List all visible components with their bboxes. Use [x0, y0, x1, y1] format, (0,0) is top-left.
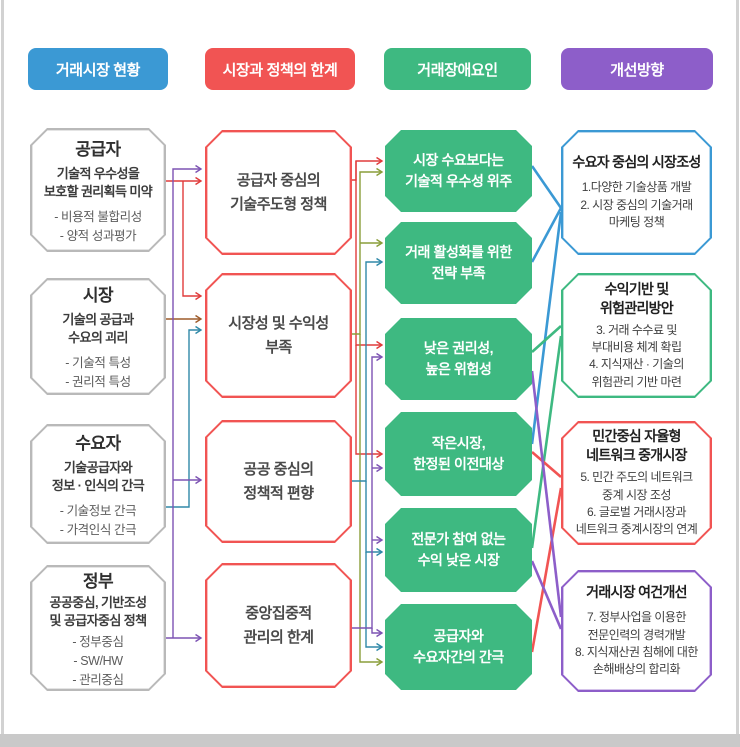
status-box-government: 정부 공공중심, 기반조성 및 공급자중심 정책 - 정부중심 - SW/HW … — [30, 565, 166, 691]
lines-obstacle-to-improvement — [530, 165, 563, 653]
header-market-status: 거래시장 현황 — [28, 48, 168, 90]
box-item: 1.다양한 기술상품 개발 — [581, 180, 692, 195]
box-label: 시장성 및 수익성 부족 — [228, 315, 329, 356]
box-item: - 정부중심 — [72, 635, 124, 650]
box-subtitle: 기술의 공급과 수요의 괴리 — [62, 312, 134, 346]
header-label: 거래시장 현황 — [55, 61, 141, 79]
improve-box-market-conditions: 거래시장 여건개선 7. 정부사업을 이용한 전문인력의 경력개발 8. 지식재… — [561, 570, 712, 692]
box-title: 수요자 중심의 시장조성 — [572, 154, 701, 171]
box-label: 시장 수요보다는 기술적 우수성 위주 — [405, 152, 512, 189]
box-item: 5. 민간 주도의 네트워크 중계 시장 조성 — [580, 470, 693, 502]
header-label: 거래장애요인 — [417, 61, 498, 79]
lines-limit-to-obstacle — [352, 156, 384, 667]
box-item: 2. 시장 중심의 기술거래 마케팅 정책 — [580, 197, 693, 230]
box-item: - 기술정보 간극 — [59, 503, 137, 518]
box-label: 공공 중심의 정책적 편향 — [243, 461, 314, 502]
box-label: 공급자 중심의 기술주도형 정책 — [230, 172, 327, 213]
box-label: 중앙집중적 관리의 한계 — [243, 605, 314, 646]
left-frame-line — [1, 0, 4, 747]
obstacle-box-supplier-consumer-gap: 공급자와 수요자간의 간극 — [385, 604, 532, 690]
status-box-supplier: 공급자 기술적 우수성을 보호할 권리획득 미약 - 비용적 불합리성 - 양적… — [30, 128, 166, 252]
box-item: - SW/HW — [73, 653, 123, 668]
box-title: 시장 — [82, 286, 114, 306]
box-title: 정부 — [82, 571, 114, 591]
box-item: - 권리적 특성 — [65, 375, 131, 390]
improve-box-profit-risk-management: 수익기반 및 위험관리방안 3. 거래 수수료 및 부대비용 체계 확립 4. … — [561, 273, 712, 398]
improve-box-demand-centered-market: 수요자 중심의 시장조성 1.다양한 기술상품 개발 2. 시장 중심의 기술거… — [561, 130, 712, 255]
obstacle-box-tech-superiority: 시장 수요보다는 기술적 우수성 위주 — [385, 130, 532, 212]
box-label: 전문가 참여 없는 수익 낮은 시장 — [411, 531, 506, 568]
box-title: 수요자 — [75, 433, 121, 453]
limit-box-centralized: 중앙집중적 관리의 한계 — [205, 563, 352, 688]
box-title: 공급자 — [75, 139, 121, 159]
header-label: 시장과 정책의 한계 — [222, 61, 338, 79]
box-item: - 기술적 특성 — [65, 356, 131, 371]
box-item: 7. 정부사업을 이용한 전문인력의 경력개발 — [587, 610, 686, 642]
box-item: - 비용적 불합리성 — [54, 209, 142, 224]
header-improvement-direction: 개선방향 — [561, 48, 713, 90]
obstacle-box-small-market: 작은시장, 한정된 이전대상 — [385, 412, 532, 496]
limit-box-marketability: 시장성 및 수익성 부족 — [205, 273, 352, 398]
obstacle-box-strategy-lack: 거래 활성화를 위한 전략 부족 — [385, 222, 532, 304]
obstacle-box-low-rights-high-risk: 낮은 권리성, 높은 위험성 — [385, 318, 532, 400]
box-title: 수익기반 및 위험관리방안 — [599, 280, 674, 316]
limit-box-supplier-led-policy: 공급자 중심의 기술주도형 정책 — [205, 130, 352, 255]
box-item: 3. 거래 수수료 및 부대비용 체계 확립 — [591, 322, 682, 354]
box-item: - 관리중심 — [72, 672, 124, 687]
box-label: 공급자와 수요자간의 간극 — [413, 628, 504, 665]
limit-box-public-centered: 공공 중심의 정책적 편향 — [205, 420, 352, 543]
lines-status-to-limit — [166, 164, 203, 643]
status-box-market: 시장 기술의 공급과 수요의 괴리 - 기술적 특성 - 권리적 특성 — [30, 278, 166, 395]
header-trade-obstacles: 거래장애요인 — [384, 48, 531, 90]
header-label: 개선방향 — [610, 61, 664, 79]
improve-box-private-network-market: 민간중심 자율형 네트워크 중개시장 5. 민간 주도의 네트워크 중계 시장 … — [561, 421, 712, 545]
box-label: 낮은 권리성, 높은 위험성 — [423, 340, 494, 377]
bottom-frame-strip — [0, 734, 740, 747]
right-frame-line — [736, 0, 739, 747]
box-item: - 양적 성과평가 — [59, 228, 137, 243]
box-title: 거래시장 여건개선 — [586, 584, 687, 601]
box-label: 거래 활성화를 위한 전략 부족 — [405, 244, 512, 281]
box-subtitle: 기술공급자와 정보 · 인식의 간극 — [51, 459, 145, 493]
box-item: 8. 지식재산권 침해에 대한 손해배상의 합리화 — [575, 644, 698, 677]
box-subtitle: 공공중심, 기반조성 및 공급자중심 정책 — [49, 594, 147, 628]
header-market-policy-limits: 시장과 정책의 한계 — [205, 48, 355, 90]
obstacle-box-no-experts: 전문가 참여 없는 수익 낮은 시장 — [385, 508, 532, 592]
box-subtitle: 기술적 우수성을 보호할 권리획득 미약 — [43, 165, 153, 199]
box-item: 4. 지식재산 · 기술의 위험관리 기반 마련 — [589, 357, 684, 389]
box-title: 민간중심 자율형 네트워크 중개시장 — [586, 428, 687, 464]
box-label: 작은시장, 한정된 이전대상 — [413, 435, 504, 472]
box-item: 6. 글로벌 거래시장과 네트워크 중계시장의 연계 — [575, 504, 698, 537]
status-box-consumer: 수요자 기술공급자와 정보 · 인식의 간극 - 기술정보 간극 - 가격인식 … — [30, 424, 166, 544]
box-item: - 가격인식 간극 — [59, 522, 137, 537]
